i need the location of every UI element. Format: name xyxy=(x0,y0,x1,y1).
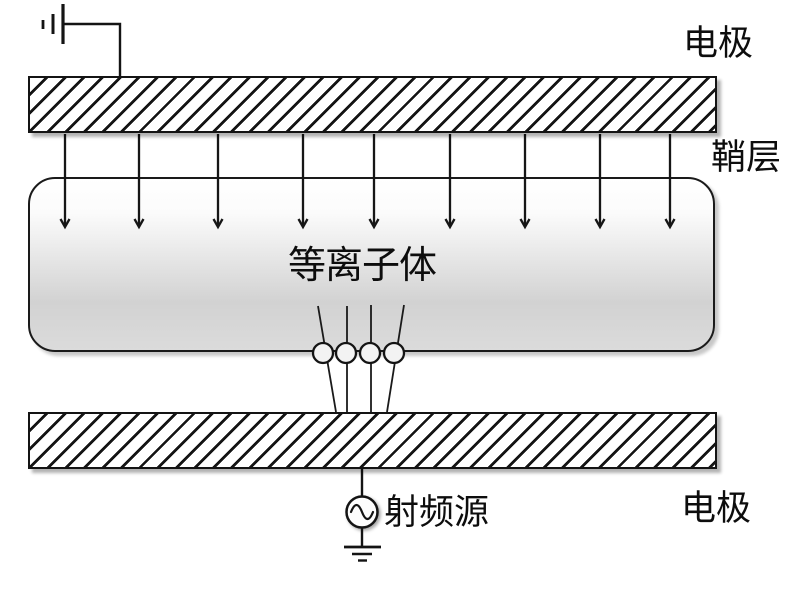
bottom-electrode-label: 电极 xyxy=(681,489,752,528)
sheath-label: 鞘层 xyxy=(711,138,782,177)
plasma-label: 等离子体 xyxy=(288,245,437,287)
sine-wave-icon xyxy=(349,503,375,521)
ground-icon-top xyxy=(41,4,65,44)
bottom-electrode xyxy=(28,412,717,469)
rf-source-symbol xyxy=(345,468,379,547)
rf-source-label: 射频源 xyxy=(384,493,490,532)
ac-source-icon xyxy=(345,495,379,529)
ground-icon-bottom xyxy=(344,545,381,562)
top-electrode-label: 电极 xyxy=(683,24,754,63)
top-electrode xyxy=(28,76,717,133)
top-ground-wire xyxy=(63,22,122,78)
